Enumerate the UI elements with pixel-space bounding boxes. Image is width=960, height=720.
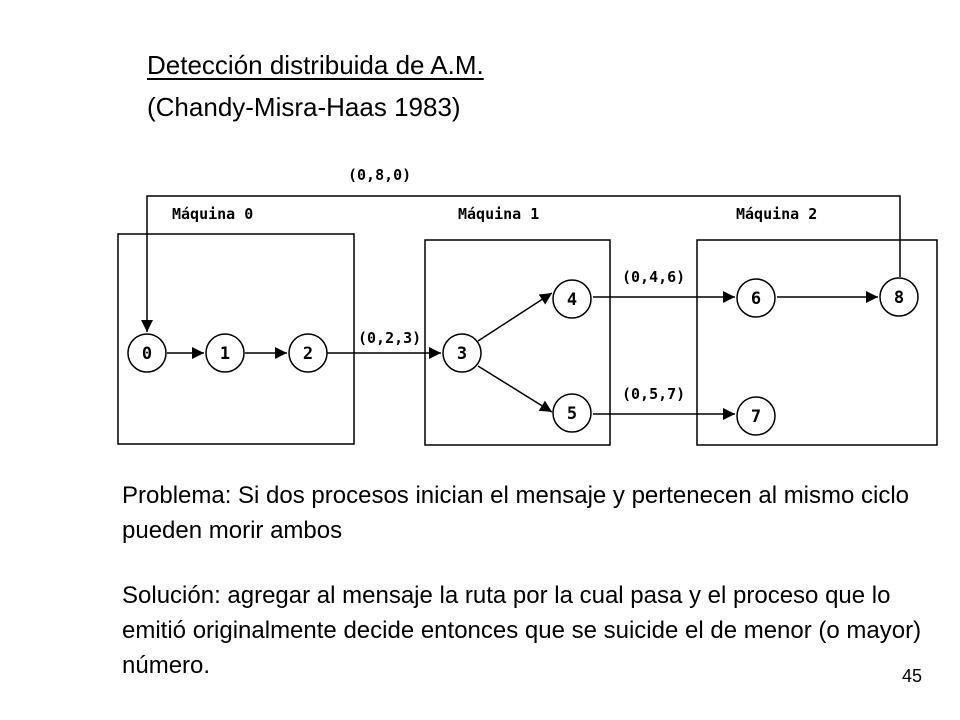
machine-0-box <box>117 233 355 445</box>
node-label: 5 <box>567 404 577 424</box>
edge-8-0 <box>141 195 901 332</box>
problem-text: Problema: Si dos procesos inician el men… <box>122 482 910 544</box>
machine-label: Máquina 0 <box>172 205 253 223</box>
solution-text: Solución: agregar al mensaje la ruta por… <box>122 582 922 679</box>
node-label: 0 <box>142 344 152 364</box>
message-label: (0,2,3) <box>358 329 421 347</box>
machine-1-box <box>424 239 611 446</box>
message-label: (0,8,0) <box>348 166 411 184</box>
node-label: 7 <box>751 407 761 427</box>
process-node-1: 1 <box>205 333 245 373</box>
process-node-3: 3 <box>442 333 482 373</box>
edge-3-4 <box>477 292 553 342</box>
machine-label: Máquina 1 <box>458 205 539 223</box>
node-label: 8 <box>894 288 904 308</box>
slide-subtitle: (Chandy-Misra-Haas 1983) <box>147 92 461 122</box>
node-label: 4 <box>567 290 577 310</box>
edge-3-5 <box>477 365 553 413</box>
node-label: 3 <box>457 344 467 364</box>
process-node-7: 7 <box>736 396 776 436</box>
slide-title: Detección distribuida de A.M. <box>147 50 484 80</box>
process-node-5: 5 <box>552 393 592 433</box>
message-label: (0,5,7) <box>622 385 685 403</box>
message-label: (0,4,6) <box>622 268 685 286</box>
process-node-8: 8 <box>879 277 919 317</box>
page-number: 45 <box>902 666 923 686</box>
process-node-6: 6 <box>736 278 776 318</box>
process-node-2: 2 <box>288 333 328 373</box>
process-node-4: 4 <box>552 279 592 319</box>
machine-2-box <box>696 239 938 446</box>
node-label: 1 <box>220 344 230 364</box>
machine-label: Máquina 2 <box>736 205 817 223</box>
node-label: 6 <box>751 289 761 309</box>
node-label: 2 <box>303 344 313 364</box>
process-node-0: 0 <box>127 333 167 373</box>
